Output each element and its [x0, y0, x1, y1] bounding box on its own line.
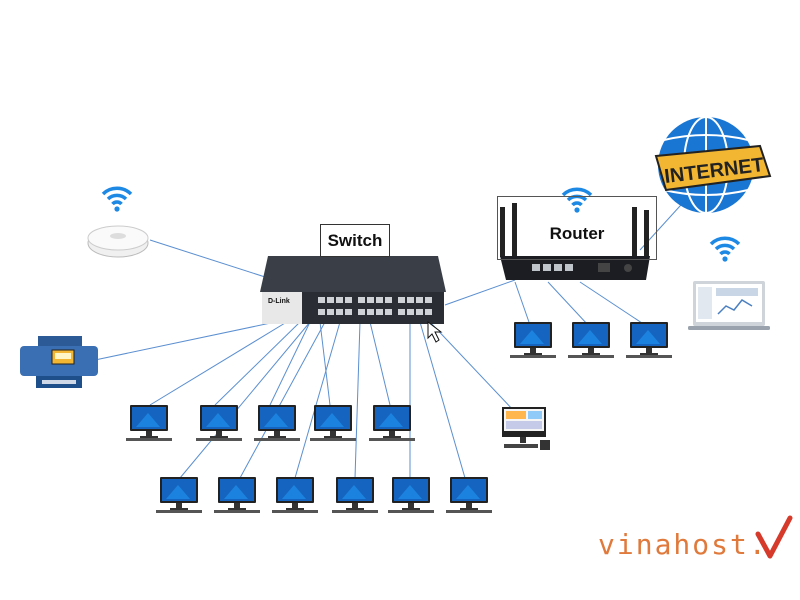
monitor-icon — [272, 477, 318, 513]
switch-device-icon: D-Link — [260, 256, 446, 324]
monitor-icon — [310, 405, 356, 441]
wifi-icon — [709, 236, 741, 264]
router-label: Router — [497, 196, 657, 260]
switch-label: Switch — [320, 224, 390, 257]
desktop-pc-icon — [502, 407, 550, 450]
monitor-icon — [254, 405, 300, 441]
monitor-icon — [446, 477, 492, 513]
monitor-icon — [388, 477, 434, 513]
monitor-icon — [568, 322, 614, 358]
router-device-icon — [500, 203, 650, 280]
brand-logo-text: vinahost. — [598, 528, 768, 561]
monitor-icon — [126, 405, 172, 441]
monitor-icon — [214, 477, 260, 513]
switch-brand-text: D-Link — [268, 298, 290, 305]
access-point-icon — [87, 225, 149, 258]
printer-icon — [20, 336, 98, 388]
internet-globe-icon: INTERNET — [654, 116, 772, 214]
laptop-icon — [688, 281, 770, 330]
wifi-icon — [101, 186, 133, 214]
monitor-icon — [510, 322, 556, 358]
monitor-icon — [156, 477, 202, 513]
connection-lines — [94, 194, 691, 479]
monitor-icon — [196, 405, 242, 441]
monitor-icon — [332, 477, 378, 513]
monitor-icon — [626, 322, 672, 358]
monitor-icon — [369, 405, 415, 441]
cursor-icon — [427, 320, 443, 343]
brand-check-icon — [755, 515, 793, 559]
